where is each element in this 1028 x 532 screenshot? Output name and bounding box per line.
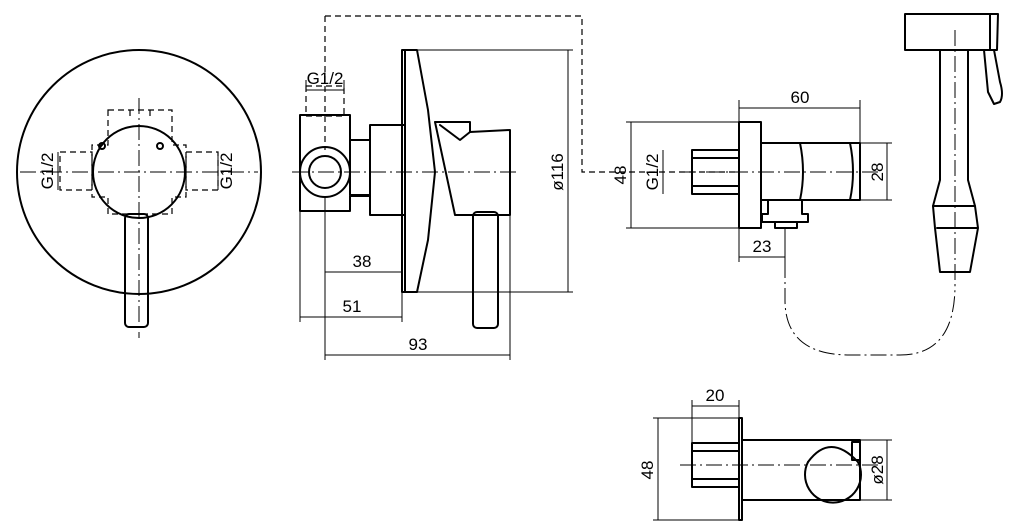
- dim-plate-diameter: ø116: [548, 153, 567, 191]
- dim-bottom-diameter-28: ø28: [868, 455, 887, 484]
- dim-holder-length-60: 60: [791, 88, 810, 107]
- side-view: [292, 15, 740, 360]
- dim-holder-height-48: 48: [611, 166, 630, 185]
- dim-bottom-width-20: 20: [706, 386, 725, 405]
- dim-thread-front-left: G1/2: [38, 153, 57, 190]
- hose: [784, 262, 956, 356]
- dim-holder-outlet-23: 23: [753, 237, 772, 256]
- dim-thread-side-top: G1/2: [307, 69, 344, 88]
- dim-mixer-depth-93: 93: [409, 335, 428, 354]
- dim-holder-diameter-28: 28: [868, 163, 887, 182]
- dim-thread-holder: G1/2: [643, 154, 662, 191]
- holder-view: [626, 100, 892, 262]
- front-view: [16, 49, 262, 338]
- dim-mixer-depth-38: 38: [353, 252, 372, 271]
- bottom-holder-view: [653, 400, 892, 521]
- dim-bottom-height-48: 48: [638, 461, 657, 480]
- dim-mixer-depth-51: 51: [343, 297, 362, 316]
- hand-shower: [904, 13, 1003, 285]
- dim-thread-front-right: G1/2: [217, 153, 236, 190]
